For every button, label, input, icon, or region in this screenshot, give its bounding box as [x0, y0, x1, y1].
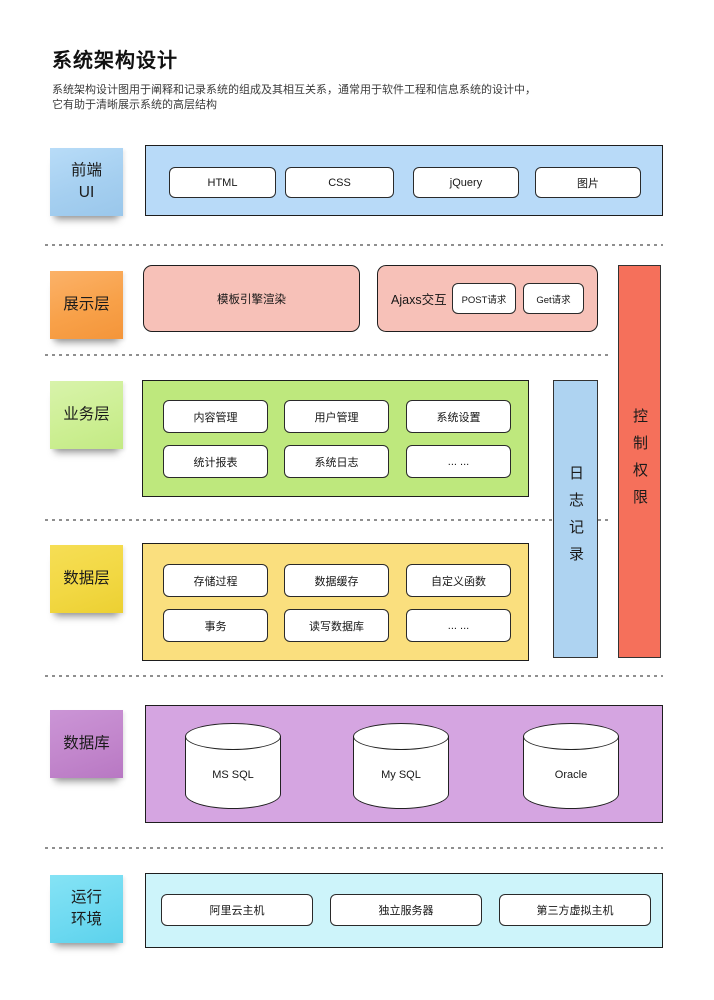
sticky-presentation-layer: 展示层: [50, 271, 123, 339]
runtime-env-container: 阿里云主机 独立服务器 第三方虚拟主机: [145, 873, 663, 948]
description-line-2: 它有助于清晰展示系统的高层结构: [52, 99, 217, 111]
node-html: HTML: [169, 167, 276, 198]
node-data-cache: 数据缓存: [284, 564, 389, 597]
database-cylinder-mssql: MS SQL: [185, 723, 281, 809]
sticky-label-line: UI: [78, 184, 95, 201]
db-label-oracle: Oracle: [554, 769, 588, 781]
node-custom-func: 自定义函数: [406, 564, 511, 597]
access-control-bar: 控制权限: [618, 265, 661, 658]
database-cylinder-mysql: My SQL: [353, 723, 449, 809]
node-dedicated-server: 独立服务器: [330, 894, 482, 926]
separator-5: [45, 847, 663, 849]
node-sys-settings: 系统设置: [406, 400, 511, 433]
sticky-frontend-ui: 前端 UI: [50, 148, 123, 216]
sticky-label-line: 前端: [70, 162, 102, 179]
sticky-business-layer: 业务层: [50, 381, 123, 449]
template-render-label: 模板引擎渲染: [217, 293, 286, 306]
data-layer-container: 存储过程 数据缓存 自定义函数 事务 读写数据库 ... ...: [142, 543, 529, 661]
node-jquery: jQuery: [413, 167, 519, 198]
database-cylinder-oracle: Oracle: [523, 723, 619, 809]
frontend-layer-container: HTML CSS jQuery 图片: [145, 145, 663, 216]
separator-2: [45, 354, 612, 356]
sticky-label-line: 展示层: [63, 296, 110, 313]
sticky-runtime-env: 运行 环境: [50, 875, 123, 943]
node-css: CSS: [285, 167, 394, 198]
node-rw-database: 读写数据库: [284, 609, 389, 642]
log-record-label: 日志记录: [567, 465, 584, 573]
sticky-label-line: 运行: [70, 889, 102, 906]
node-stats-report: 统计报表: [163, 445, 268, 478]
separator-1: [45, 244, 663, 246]
template-render-block: 模板引擎渲染: [143, 265, 360, 332]
sticky-label-line: 数据库: [63, 735, 110, 752]
access-control-label: 控制权限: [631, 407, 648, 516]
node-transaction: 事务: [163, 609, 268, 642]
node-post-request: POST请求: [452, 283, 516, 314]
node-ellipsis: ... ...: [406, 445, 511, 478]
cylinder-top: [185, 723, 281, 750]
cylinder-top: [353, 723, 449, 750]
business-layer-container: 内容管理 用户管理 系统设置 统计报表 系统日志 ... ...: [142, 380, 529, 497]
database-layer-container: MS SQL My SQL Oracle: [145, 705, 663, 823]
node-image: 图片: [535, 167, 641, 198]
log-record-bar: 日志记录: [553, 380, 598, 658]
node-get-request: Get请求: [523, 283, 584, 314]
description-line-1: 系统架构设计图用于阐释和记录系统的组成及其相互关系，通常用于软件工程和信息系统的…: [52, 84, 536, 96]
db-label-mssql: MS SQL: [212, 769, 254, 781]
sticky-data-layer: 数据层: [50, 545, 123, 613]
separator-3: [45, 519, 612, 521]
sticky-database-layer: 数据库: [50, 710, 123, 778]
sticky-label-line: 环境: [70, 911, 102, 928]
ajax-block: Ajaxs交互 POST请求 Get请求: [377, 265, 598, 332]
ajax-label: Ajaxs交互: [391, 293, 447, 307]
node-content-mgmt: 内容管理: [163, 400, 268, 433]
page-description: 系统架构设计图用于阐释和记录系统的组成及其相互关系，通常用于软件工程和信息系统的…: [52, 83, 536, 113]
node-ellipsis: ... ...: [406, 609, 511, 642]
separator-4: [45, 675, 663, 677]
cylinder-top: [523, 723, 619, 750]
db-label-mysql: My SQL: [381, 769, 421, 781]
sticky-label-line: 数据层: [63, 570, 110, 587]
node-sys-log: 系统日志: [284, 445, 389, 478]
node-aliyun-host: 阿里云主机: [161, 894, 313, 926]
node-stored-proc: 存储过程: [163, 564, 268, 597]
node-thirdparty-vhost: 第三方虚拟主机: [499, 894, 651, 926]
sticky-label-line: 业务层: [63, 406, 110, 423]
node-user-mgmt: 用户管理: [284, 400, 389, 433]
page-title: 系统架构设计: [52, 50, 178, 72]
